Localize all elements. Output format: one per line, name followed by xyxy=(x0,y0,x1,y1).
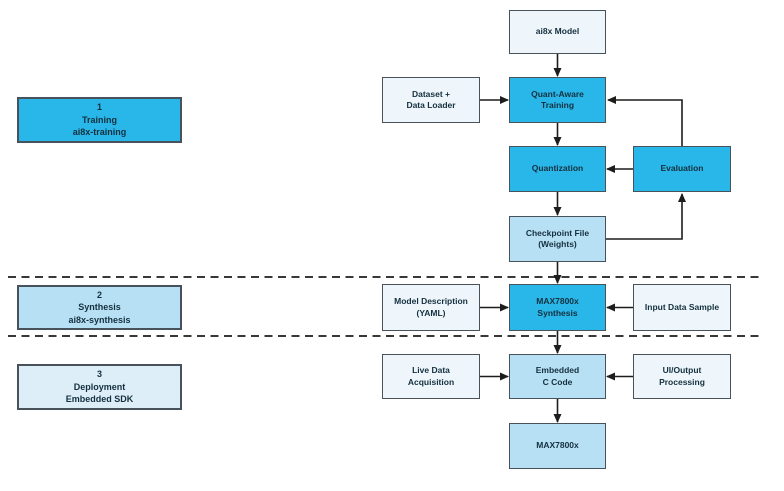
stage-box-training: 1 Training ai8x-training xyxy=(17,97,182,143)
node-quant-aware-training: Quant-Aware Training xyxy=(509,77,606,123)
stage-subtitle: Embedded SDK xyxy=(65,394,134,405)
node-input-data-sample: Input Data Sample xyxy=(633,284,731,331)
node-live-data-acquisition: Live Data Acquisition xyxy=(382,354,480,399)
stage-title: Synthesis xyxy=(78,302,121,313)
node-quantization: Quantization xyxy=(509,146,606,192)
arrow-evaluation-to-qat xyxy=(607,96,683,146)
node-embedded-c-code: Embedded C Code xyxy=(509,354,606,399)
stage-subtitle: ai8x-synthesis xyxy=(68,314,131,325)
stage-number: 3 xyxy=(96,369,102,380)
arrow-checkpoint-to-evaluation xyxy=(606,193,686,240)
node-ui-output-processing: UI/Output Processing xyxy=(633,354,731,399)
stage-number: 2 xyxy=(96,289,102,300)
stage-title: Deployment xyxy=(73,381,126,392)
stage-title: Training xyxy=(81,114,117,125)
node-max7800x-synthesis: MAX7800x Synthesis xyxy=(509,284,606,331)
stage-number: 1 xyxy=(96,102,102,113)
node-checkpoint-file: Checkpoint File (Weights) xyxy=(509,216,606,262)
node-max7800x: MAX7800x xyxy=(509,423,606,469)
stage-box-deployment: 3 Deployment Embedded SDK xyxy=(17,364,182,410)
stage-subtitle: ai8x-training xyxy=(72,127,127,138)
node-evaluation: Evaluation xyxy=(633,146,731,192)
node-model-description-yaml: Model Description (YAML) xyxy=(382,284,480,331)
stage-box-synthesis: 2 Synthesis ai8x-synthesis xyxy=(17,285,182,330)
node-dataset-data-loader: Dataset + Data Loader xyxy=(382,77,480,123)
node-ai8x-model: ai8x Model xyxy=(509,10,606,54)
